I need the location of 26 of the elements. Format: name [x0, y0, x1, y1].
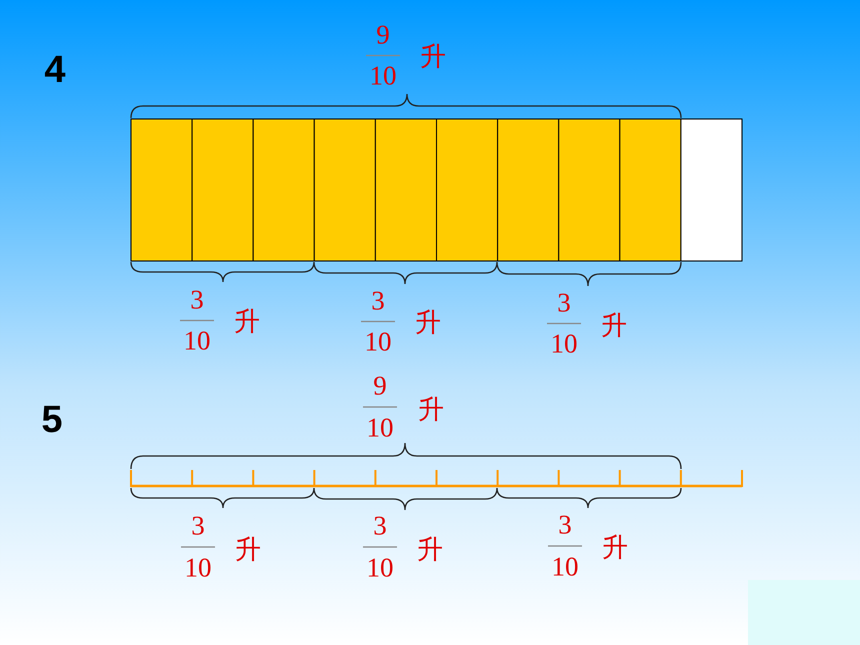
numerator: 3 — [371, 288, 385, 314]
denominator: 10 — [366, 414, 394, 442]
unit-label: 升 — [418, 397, 444, 423]
denominator: 10 — [364, 328, 392, 356]
denominator: 10 — [370, 62, 396, 90]
unit-label: 升 — [602, 535, 628, 561]
denominator: 10 — [184, 328, 210, 354]
numerator: 9 — [373, 372, 387, 400]
numerator: 9 — [376, 22, 390, 48]
denominator: 10 — [550, 330, 578, 358]
numerator: 3 — [191, 512, 205, 540]
numerator: 3 — [558, 512, 572, 538]
unit-label: 升 — [415, 310, 441, 336]
denominator: 10 — [552, 554, 578, 580]
numerator: 3 — [373, 512, 387, 540]
denominator: 10 — [366, 554, 394, 582]
section-number: 5 — [41, 401, 63, 439]
unit-label: 升 — [420, 44, 446, 70]
denominator: 10 — [184, 554, 212, 582]
unit-label: 升 — [235, 537, 261, 563]
section-number: 4 — [44, 51, 66, 89]
unit-label: 升 — [601, 313, 627, 339]
unit-label: 升 — [417, 537, 443, 563]
numerator: 3 — [557, 290, 571, 316]
unit-label: 升 — [234, 309, 260, 335]
numerator: 3 — [190, 286, 204, 314]
